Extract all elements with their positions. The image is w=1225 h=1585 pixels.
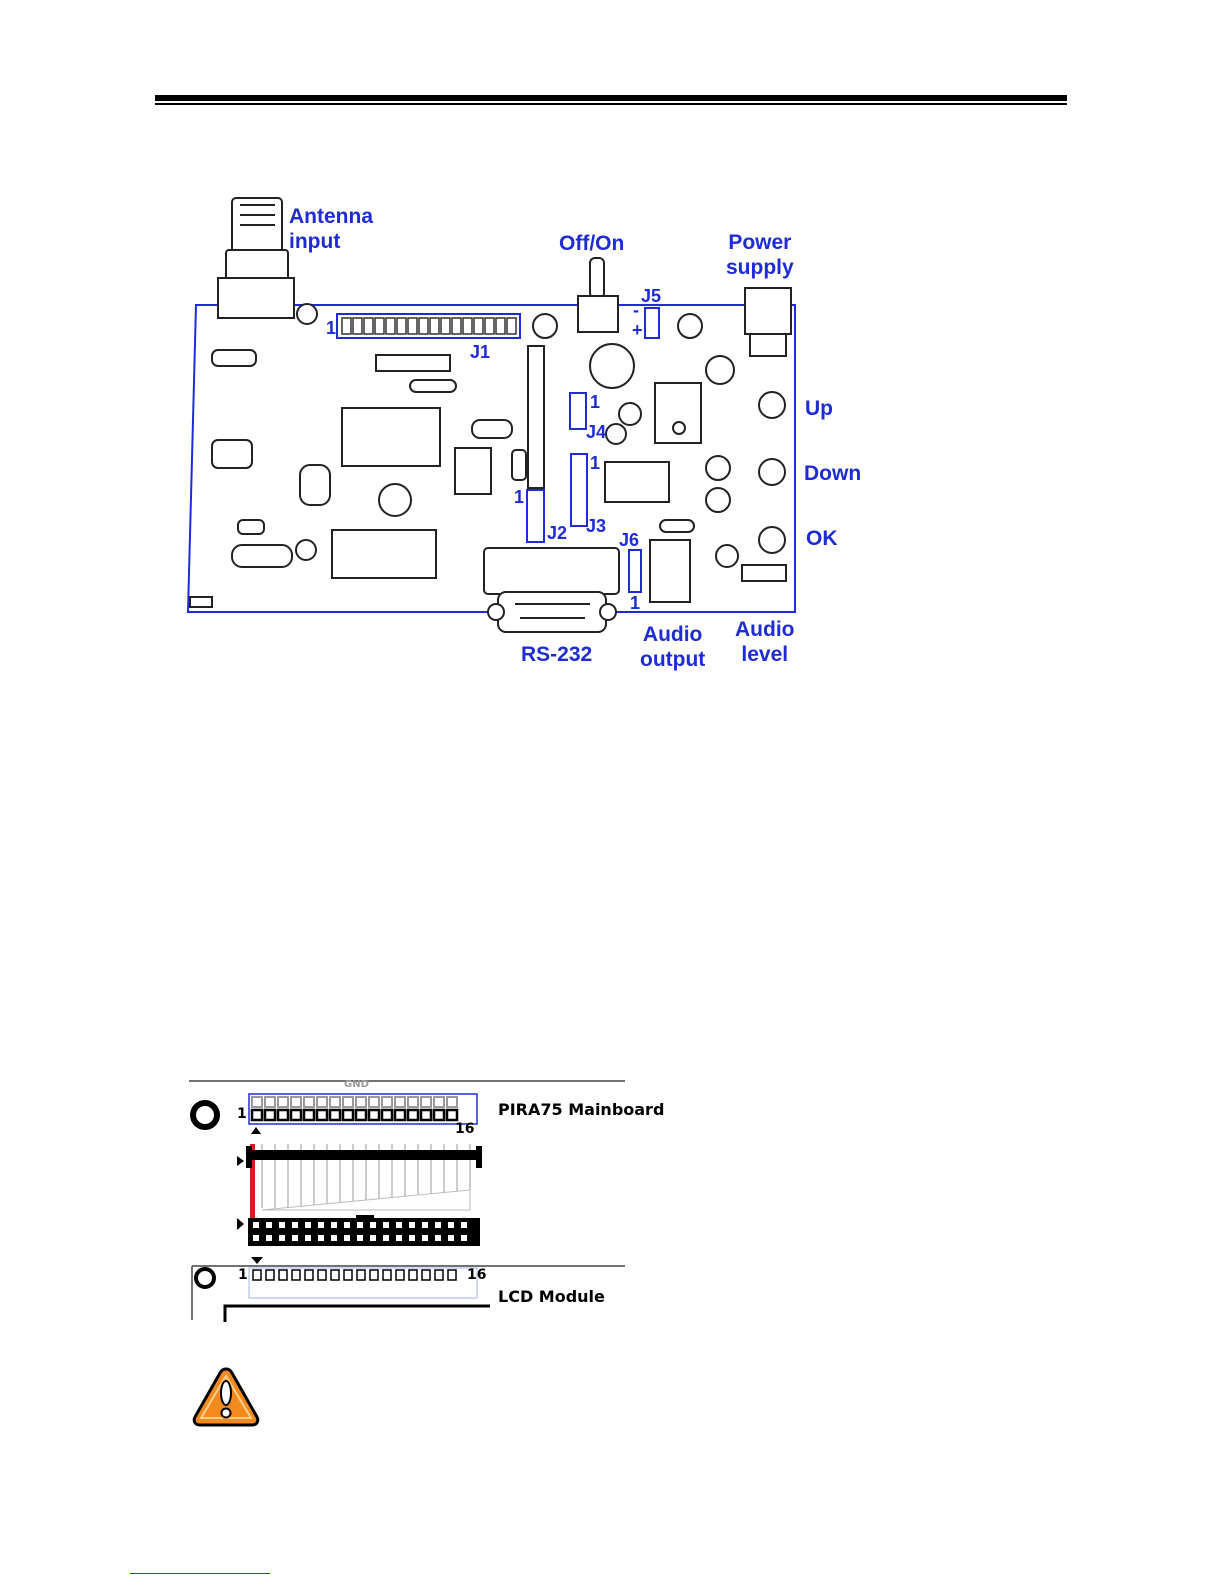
gnd-label: GND xyxy=(344,1079,369,1090)
up-button-label: Up xyxy=(805,396,833,421)
mainboard-pin16-label: 16 xyxy=(455,1121,474,1137)
connector-diagram: GND 1 16 PIRA75 Mainboard 1 16 LCD Modul… xyxy=(0,1070,700,1340)
pcb-drawing xyxy=(0,0,1225,700)
j2-label: J2 xyxy=(547,523,567,543)
j3-pin1-label: 1 xyxy=(590,453,600,473)
off-on-label: Off/On xyxy=(559,231,624,256)
rs232-label: RS-232 xyxy=(521,642,592,667)
mainboard-label: PIRA75 Mainboard xyxy=(498,1100,664,1119)
lcd-pin16-label: 16 xyxy=(467,1267,486,1283)
power-supply-label: Power supply xyxy=(726,230,794,280)
j5-plus-label: + xyxy=(632,320,643,340)
lcd-module-label: LCD Module xyxy=(498,1287,605,1306)
j6-pin1-label: 1 xyxy=(630,593,640,613)
lcd-pin1-label: 1 xyxy=(238,1267,248,1283)
mainboard-pin1-label: 1 xyxy=(237,1106,247,1122)
audio-output-label: Audio output xyxy=(640,622,705,672)
j3-label: J3 xyxy=(586,516,606,536)
j4-pin1-label: 1 xyxy=(590,392,600,412)
j5-minus-label: - xyxy=(633,300,639,320)
j1-pin1-label: 1 xyxy=(326,318,336,338)
pcb-figure: Antenna input Off/On Power supply 1 J1 J… xyxy=(0,0,1225,700)
down-button-label: Down xyxy=(804,461,861,486)
j4-label: J4 xyxy=(586,422,606,442)
j1-label: J1 xyxy=(470,342,490,362)
audio-level-label: Audio level xyxy=(735,617,794,667)
antenna-input-label: Antenna input xyxy=(289,204,373,254)
j6-label: J6 xyxy=(619,530,639,550)
warning-icon xyxy=(190,1365,262,1429)
ok-button-label: OK xyxy=(806,526,838,551)
j2-pin1-label: 1 xyxy=(514,487,524,507)
footer-rule xyxy=(130,1573,270,1574)
j5-label: J5 xyxy=(641,286,661,306)
